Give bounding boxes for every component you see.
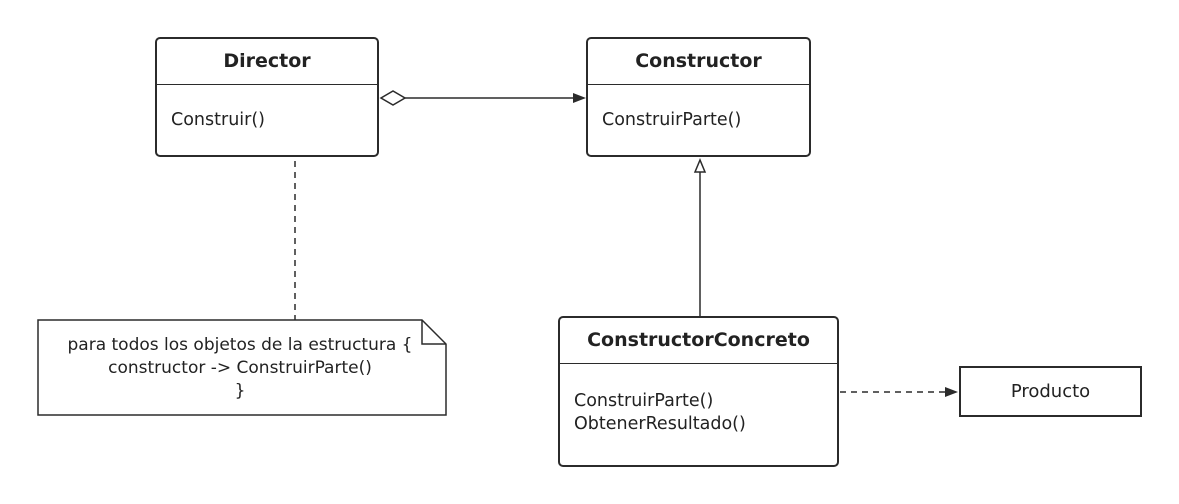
note-text: para todos los objetos de la estructura … bbox=[40, 334, 440, 403]
constructor-method-construir-parte: ConstruirParte() bbox=[602, 110, 742, 130]
constructor-methods: ConstruirParte() bbox=[588, 85, 809, 132]
constructor-class-name: Constructor bbox=[588, 39, 809, 85]
note-fold bbox=[421, 320, 446, 345]
producto-box[interactable]: Producto bbox=[959, 366, 1142, 417]
constructor-class[interactable]: Constructor ConstruirParte() bbox=[586, 37, 811, 157]
note-shape bbox=[37, 319, 447, 416]
note-line-1: para todos los objetos de la estructura … bbox=[67, 335, 413, 355]
director-method-construir: Construir() bbox=[171, 110, 265, 130]
note-line-3: } bbox=[234, 381, 246, 401]
director-methods: Construir() bbox=[157, 85, 377, 132]
director-class-name: Director bbox=[157, 39, 377, 85]
director-class[interactable]: Director Construir() bbox=[155, 37, 379, 157]
concrete-method-construir-parte: ConstruirParte() bbox=[574, 391, 714, 411]
producto-label: Producto bbox=[1010, 381, 1091, 402]
constructor-concreto-methods: ConstruirParte() ObtenerResultado() bbox=[560, 364, 837, 436]
aggregation-arrowhead bbox=[573, 93, 586, 103]
aggregation-diamond bbox=[379, 90, 407, 106]
concrete-method-obtener-resultado: ObtenerResultado() bbox=[574, 414, 746, 434]
generalization-arrowhead bbox=[693, 158, 707, 173]
note-line-2: constructor -> ConstruirParte() bbox=[108, 358, 372, 378]
constructor-concreto-class-name: ConstructorConcreto bbox=[560, 318, 837, 364]
dependency-arrowhead bbox=[945, 387, 958, 397]
constructor-concreto-class[interactable]: ConstructorConcreto ConstruirParte() Obt… bbox=[558, 316, 839, 467]
